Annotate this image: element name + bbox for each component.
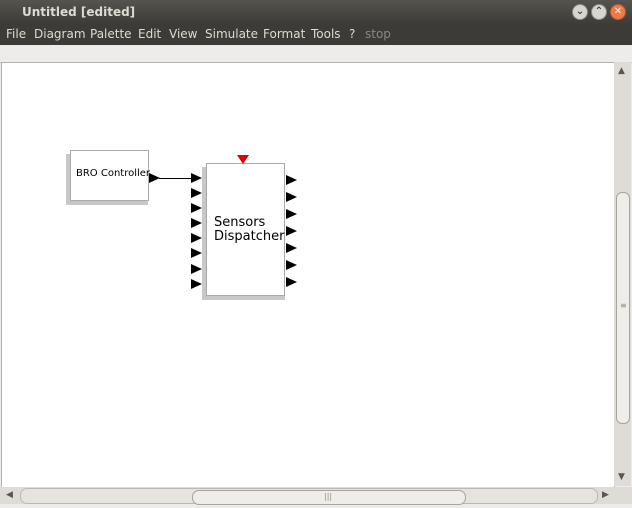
minimize-button[interactable]: ⌄ (572, 4, 588, 20)
output-port[interactable] (286, 226, 297, 236)
output-port[interactable] (286, 243, 297, 253)
horizontal-scroll-thumb[interactable]: ||| (192, 490, 466, 505)
title-bar[interactable]: Untitled [edited] ⌄ ⌃ ✕ (0, 0, 632, 24)
input-port[interactable] (191, 203, 202, 213)
diagram-canvas[interactable]: BRO Controller Sensors Dispatcher (1, 62, 615, 488)
scroll-left-arrow-icon[interactable]: ◀ (6, 490, 13, 500)
menu-tools[interactable]: Tools (311, 27, 341, 41)
bro-controller-block[interactable]: BRO Controller (70, 150, 151, 201)
event-input-port[interactable] (237, 155, 249, 164)
input-port[interactable] (191, 173, 202, 183)
input-port[interactable] (191, 279, 202, 289)
close-button[interactable]: ✕ (610, 4, 626, 20)
vertical-scroll-thumb[interactable]: ≡ (616, 192, 630, 424)
input-port[interactable] (191, 233, 202, 243)
menu-stop: stop (365, 27, 391, 41)
menu-format[interactable]: Format (263, 27, 306, 41)
menu-palette[interactable]: Palette (90, 27, 132, 41)
scroll-down-arrow-icon[interactable]: ▼ (618, 472, 625, 482)
link-wire[interactable] (159, 178, 192, 179)
sensors-dispatcher-block[interactable]: Sensors Dispatcher (206, 163, 285, 296)
output-port[interactable] (286, 277, 297, 287)
menu-file[interactable]: File (6, 27, 27, 41)
input-port[interactable] (191, 188, 202, 198)
horizontal-scroll-track[interactable]: ||| (20, 488, 598, 505)
scroll-right-arrow-icon[interactable]: ▶ (602, 490, 609, 500)
bro-controller-label: BRO Controller (76, 168, 151, 179)
input-port[interactable] (191, 264, 202, 274)
menu-simulate[interactable]: Simulate (205, 27, 259, 41)
output-port[interactable] (286, 175, 297, 185)
grip-icon: ≡ (620, 301, 627, 310)
menu-diagram[interactable]: Diagram (34, 27, 86, 41)
input-port[interactable] (191, 218, 202, 228)
bro-output-port[interactable] (149, 173, 160, 183)
menu-bar: File Diagram Palette Edit View Simulate … (0, 24, 632, 45)
horizontal-scrollbar[interactable]: ◀ ||| ▶ (0, 487, 632, 505)
window-title: Untitled [edited] (22, 5, 136, 19)
vertical-scrollbar[interactable]: ▲ ≡ ▼ (614, 62, 631, 486)
menu-edit[interactable]: Edit (138, 27, 162, 41)
scroll-up-arrow-icon[interactable]: ▲ (618, 66, 625, 76)
sensors-dispatcher-label-1: Sensors (214, 215, 266, 230)
input-port[interactable] (191, 248, 202, 258)
toolbar-area (0, 45, 632, 63)
menu-help[interactable]: ? (349, 27, 356, 41)
sensors-dispatcher-label-2: Dispatcher (214, 229, 285, 244)
output-port[interactable] (286, 260, 297, 270)
menu-view[interactable]: View (169, 27, 198, 41)
maximize-button[interactable]: ⌃ (591, 4, 607, 20)
output-port[interactable] (286, 209, 297, 219)
output-port[interactable] (286, 192, 297, 202)
grip-icon: ||| (324, 492, 333, 501)
